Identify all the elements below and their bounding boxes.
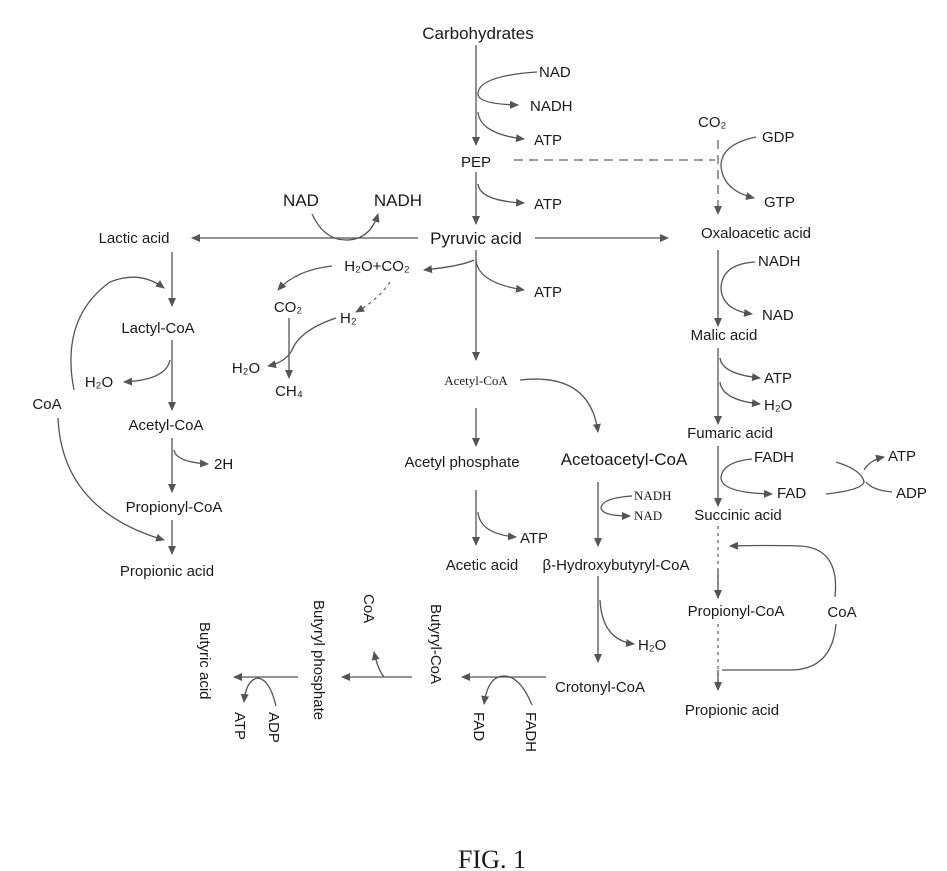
acetoacetyl-coa-label: Acetoacetyl-CoA — [561, 450, 688, 469]
carbohydrates-label: Carbohydrates — [422, 24, 534, 43]
arrow-coa-propionic — [58, 418, 164, 540]
arrow-h2o-malic — [720, 382, 760, 404]
gdp-label: GDP — [762, 129, 795, 146]
atp-label: ATP — [888, 448, 916, 465]
propionic-acid-label: Propionic acid — [685, 702, 779, 719]
arrow-atp-2 — [478, 184, 524, 203]
nadh-label: NADH — [634, 488, 672, 503]
co2-label: CO₂ — [698, 114, 727, 131]
fad-label: FAD — [470, 712, 487, 741]
link-coa-propionic — [722, 624, 836, 670]
butyryl-phosphate-label: Butyryl phosphate — [310, 600, 327, 720]
arrow-nad-nadh-left — [312, 214, 378, 240]
acetyl-coa-label: Acetyl-CoA — [128, 417, 203, 434]
hydroxybutyryl-coa-label: β-Hydroxybutyryl-CoA — [543, 557, 690, 574]
arrow-gdp-gtp — [721, 137, 756, 198]
arrow-nadh-nad-small — [601, 496, 632, 516]
co2-label: CO₂ — [274, 299, 303, 316]
ch4-label: CH₄ — [275, 383, 303, 400]
arrow-coa-butyryl — [374, 652, 384, 677]
arrow-h2oco2-co2 — [278, 266, 332, 290]
butyric-acid-label: Butyric acid — [196, 622, 213, 700]
acetyl-coa-label: Acetyl-CoA — [444, 373, 508, 388]
arrow-acetylcoa-acetoacetylcoa — [520, 379, 598, 432]
h2o-label: H₂O — [85, 374, 113, 391]
arrow-atp-acetic — [478, 512, 516, 537]
coa-label: CoA — [827, 604, 856, 621]
atp-label: ATP — [534, 132, 562, 149]
arrow-adp-atp-butyric — [244, 678, 276, 706]
metabolite-labels: Carbohydrates NAD NADH ATP PEP ATP CO₂ G… — [32, 24, 926, 871]
arrow-cycle-atp — [864, 457, 884, 470]
arrow-fadh-fad-butyryl — [484, 676, 532, 705]
arrow-atp-1 — [478, 112, 524, 139]
pep-label: PEP — [461, 154, 491, 171]
propionyl-coa-label: Propionyl-CoA — [126, 499, 223, 516]
nad-label: NAD — [762, 307, 794, 324]
crotonyl-coa-label: Crotonyl-CoA — [555, 679, 645, 696]
arrow-h2 — [356, 282, 390, 312]
arrow-coa-succinic — [730, 546, 836, 598]
h2o-co2-label: H₂O+CO₂ — [344, 258, 410, 275]
arrow-h2o-crotonyl — [600, 600, 634, 644]
coa-label: CoA — [360, 594, 377, 623]
figure-caption: FIG. 1 — [458, 845, 526, 871]
lactic-acid-label: Lactic acid — [99, 230, 170, 247]
acetic-acid-label: Acetic acid — [446, 557, 519, 574]
atp-label: ATP — [231, 712, 248, 740]
lactyl-coa-label: Lactyl-CoA — [121, 320, 194, 337]
nadh-label: NADH — [374, 191, 422, 210]
oxaloacetic-acid-label: Oxaloacetic acid — [701, 225, 811, 242]
arrow-h2o-lactyl — [124, 360, 170, 382]
h2o-label: H₂O — [638, 637, 666, 654]
2h-label: 2H — [214, 456, 233, 473]
pyruvic-acid-label: Pyruvic acid — [430, 229, 522, 248]
fadh-label: FADH — [754, 449, 794, 466]
propionyl-coa-label: Propionyl-CoA — [688, 603, 785, 620]
nad-label: NAD — [539, 64, 571, 81]
propionic-acid-label: Propionic acid — [120, 563, 214, 580]
fumaric-acid-label: Fumaric acid — [687, 425, 773, 442]
atp-label: ATP — [534, 284, 562, 301]
acetyl-phosphate-label: Acetyl phosphate — [404, 454, 519, 471]
h2o-label: H₂O — [764, 397, 792, 414]
atp-label: ATP — [764, 370, 792, 387]
fad-label: FAD — [777, 485, 806, 502]
arrow-nad-nadh — [478, 72, 537, 105]
arrow-h2-h2o — [268, 318, 336, 366]
gtp-label: GTP — [764, 194, 795, 211]
arrow-atp-3 — [476, 260, 524, 290]
atp-label: ATP — [520, 530, 548, 547]
adp-label: ADP — [896, 485, 927, 502]
arrow-h2o-co2 — [424, 260, 474, 270]
arrow-nadh-nad-right — [721, 262, 755, 314]
arrow-2h — [174, 450, 208, 464]
link-fad-cycle — [826, 462, 864, 494]
nad-label: NAD — [283, 191, 319, 210]
fadh-label: FADH — [522, 712, 539, 752]
link-adp-cycle — [866, 482, 892, 492]
h2o-label: H₂O — [232, 360, 260, 377]
atp-label: ATP — [534, 196, 562, 213]
coa-label: CoA — [32, 396, 61, 413]
nad-label: NAD — [634, 508, 662, 523]
arrow-atp-malic — [720, 358, 760, 378]
h2-label: H₂ — [340, 310, 357, 327]
adp-label: ADP — [265, 712, 282, 743]
malic-acid-label: Malic acid — [691, 327, 758, 344]
nadh-label: NADH — [758, 253, 801, 270]
nadh-label: NADH — [530, 98, 573, 115]
butyryl-coa-label: Butyryl-CoA — [427, 604, 444, 684]
succinic-acid-label: Succinic acid — [694, 507, 782, 524]
